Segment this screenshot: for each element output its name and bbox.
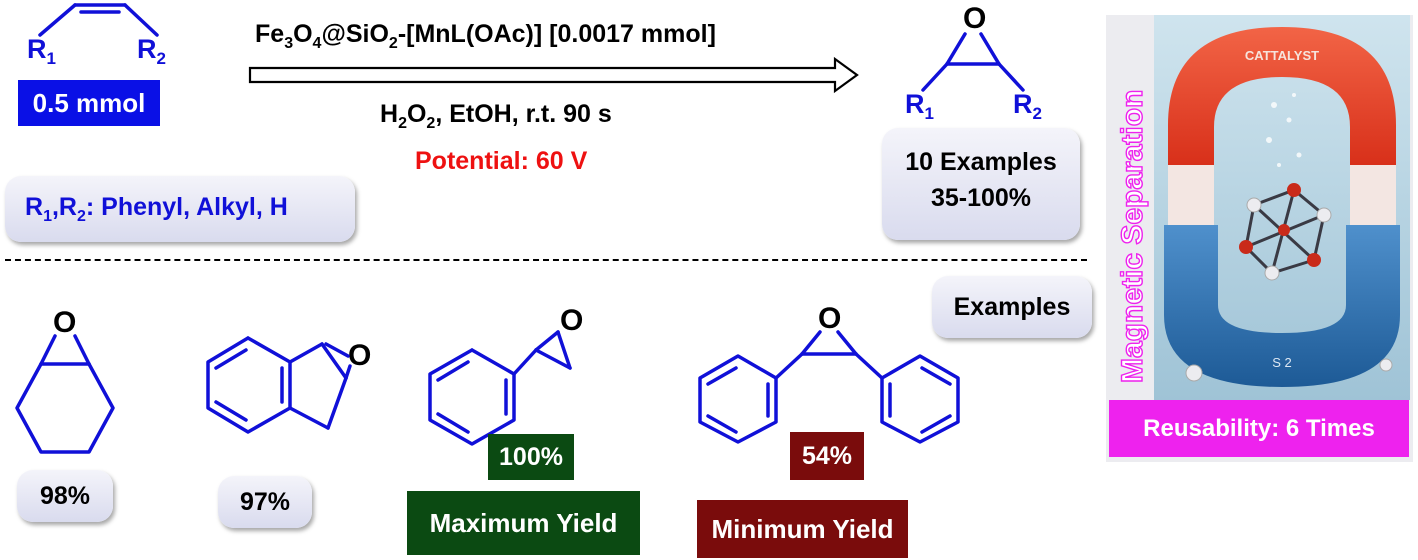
example-4-stilbene-oxide-structure: O	[698, 302, 960, 444]
examples-label: Examples	[953, 292, 1071, 321]
svg-text:O: O	[560, 304, 583, 337]
reactant-r2-label: R2	[137, 34, 166, 68]
example-1-yield: 98%	[39, 481, 91, 510]
summary-examples-count: 10 Examples	[905, 148, 1057, 176]
example-4-yield-box: 54%	[790, 432, 864, 480]
example-1-cyclohexene-oxide-structure: O	[15, 306, 115, 454]
catalyst-label: Fe3O4@SiO2-[MnL(OAc)] [0.0017 mmol]	[255, 20, 716, 52]
epoxide-product-structure: O R1 R2	[905, 2, 1042, 123]
magnetic-separation-vertical-text: Magnetic Separation	[1115, 89, 1149, 384]
reaction-arrow	[248, 56, 859, 94]
example-3-styrene-oxide-structure: O	[428, 304, 583, 446]
example-2-indene-oxide-structure: O	[206, 336, 371, 434]
svg-text:O: O	[348, 339, 371, 372]
reusability-box: Reusability: 6 Times	[1109, 400, 1409, 457]
magnetic-separation-panel: CATTALYST S 2 Magnetic Separation Reusab…	[1106, 15, 1413, 462]
minimum-yield-label: Minimum Yield	[711, 513, 894, 544]
example-3-yield: 100%	[499, 442, 563, 471]
examples-label-box: Examples	[932, 276, 1092, 338]
svg-text:O: O	[53, 306, 76, 339]
potential-label: Potential: 60 V	[415, 147, 588, 175]
reusability-label: Reusability: 6 Times	[1143, 414, 1375, 442]
example-4-yield: 54%	[801, 441, 853, 470]
magnet-illustration: CATTALYST S 2	[1154, 15, 1410, 400]
summary-yield-range: 35-100%	[930, 184, 1032, 212]
magnet-catalyst-label: CATTALYST	[1245, 48, 1319, 63]
reactant-r1-label: R1	[27, 34, 56, 68]
product-r1-label: R1	[905, 89, 934, 123]
maximum-yield-box: Maximum Yield	[407, 491, 640, 555]
alkene-reactant-structure: R1 R2	[27, 3, 166, 68]
example-1-yield-box: 98%	[17, 470, 113, 522]
section-divider	[5, 259, 1087, 261]
product-r2-label: R2	[1013, 89, 1042, 123]
reagents-label: H2O2, EtOH, r.t. 90 s	[380, 100, 612, 132]
svg-text:O: O	[963, 2, 986, 35]
svg-text:O: O	[818, 302, 841, 335]
maximum-yield-label: Maximum Yield	[429, 507, 618, 538]
substituents-box: R1,R2: Phenyl, Alkyl, H	[5, 176, 355, 242]
summary-box: 10 Examples 35-100%	[882, 128, 1080, 240]
reactant-amount-box: 0.5 mmol	[18, 80, 160, 126]
minimum-yield-box: Minimum Yield	[697, 500, 908, 558]
svg-text:Magnetic Separation: Magnetic Separation	[1116, 90, 1149, 383]
substituents-text: R1,R2: Phenyl, Alkyl, H	[25, 192, 288, 225]
example-2-yield: 97%	[239, 487, 291, 516]
example-2-yield-box: 97%	[218, 476, 312, 528]
example-3-yield-box: 100%	[488, 434, 574, 480]
reactant-amount: 0.5 mmol	[32, 87, 146, 118]
magnet-s2-label: S 2	[1272, 355, 1292, 370]
